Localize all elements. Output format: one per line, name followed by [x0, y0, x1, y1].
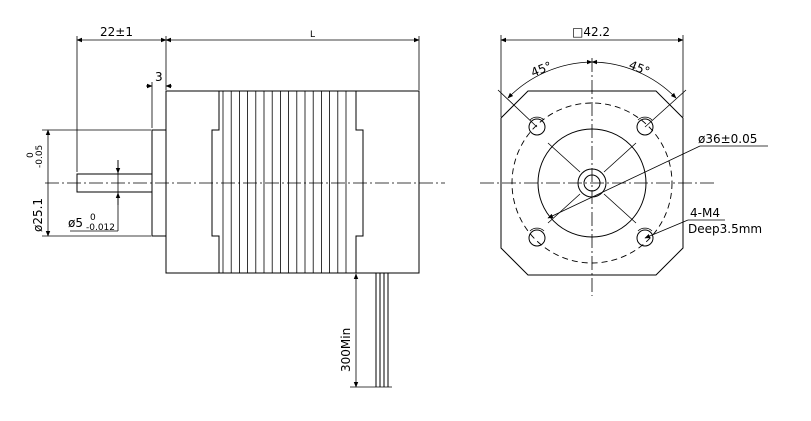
label-shaft-extension: 22±1 — [100, 25, 133, 39]
label-flange-thickness: 3 — [155, 70, 163, 84]
mounting-hole — [528, 116, 546, 136]
front-view: □42.2 45° 45° ø36±0.05 4-M4 Deep3.5mm — [480, 25, 768, 296]
motor-body — [165, 90, 420, 274]
thread-leader — [644, 219, 689, 239]
label-angle-left: 45° — [529, 59, 554, 80]
diag-line — [547, 193, 581, 224]
diag-line — [547, 142, 581, 173]
label-flange-width: □42.2 — [572, 25, 610, 39]
mounting-hole — [636, 116, 654, 136]
shaft-end-inner — [583, 174, 601, 192]
angle-arc-left — [507, 59, 593, 99]
cooling-fins — [222, 91, 347, 273]
front-flange-outline — [500, 90, 684, 276]
angle-leg — [497, 89, 538, 128]
label-thread-depth: Deep3.5mm — [688, 222, 762, 236]
side-view: 22±1 L 3 ø25.1 0 -0.05 ø5 0 -0.012 300Mi… — [26, 25, 445, 388]
label-lead-length: 300Min — [339, 328, 353, 372]
label-shaft-tol-upper: 0 — [90, 213, 96, 223]
bolt-circle — [511, 102, 673, 264]
label-body-length: L — [310, 30, 315, 40]
mounting-hole — [636, 227, 654, 247]
pilot-leader — [547, 145, 701, 219]
fin-right-step — [355, 91, 364, 273]
label-boss-tol-lower: -0.05 — [35, 145, 45, 168]
label-boss-diameter: ø25.1 — [31, 198, 45, 232]
mounting-hole — [528, 227, 546, 247]
label-boss-tol-upper: 0 — [26, 152, 36, 158]
label-angle-right: 45° — [627, 58, 652, 79]
label-thread: 4-M4 — [690, 206, 720, 220]
label-shaft-diameter: ø5 — [68, 216, 83, 230]
diag-line — [603, 193, 637, 224]
label-pilot-diameter: ø36±0.05 — [698, 132, 757, 146]
label-shaft-tol-lower: -0.012 — [86, 223, 115, 233]
angle-leg — [644, 89, 687, 128]
pilot-circle — [537, 128, 647, 238]
fin-left-step — [211, 91, 220, 273]
diag-line — [603, 142, 637, 173]
angle-arc-right — [591, 59, 677, 99]
